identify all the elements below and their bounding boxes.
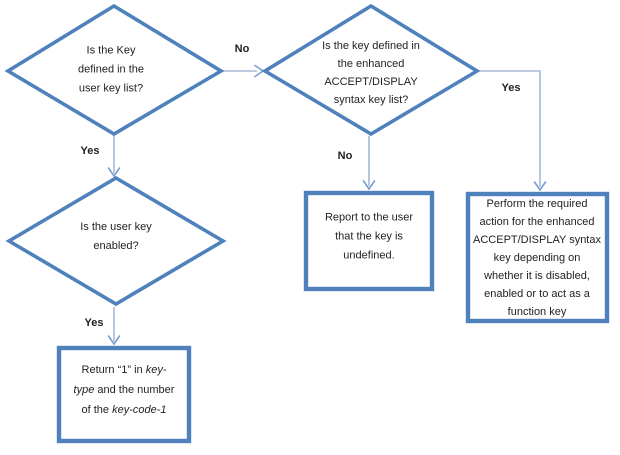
decision-user-key-defined: [4, 3, 225, 137]
italic-key-code-1: key-code-1: [112, 404, 167, 416]
arrowhead-down-mid: [362, 180, 376, 191]
decision-user-key-enabled: [5, 175, 227, 307]
decision-user-key-enabled-text: Is the user key enabled?: [80, 221, 152, 252]
return-key-type-box: [56, 345, 192, 444]
label-yes-bottom: Yes: [84, 317, 104, 329]
arrowhead-down-bottom: [107, 335, 121, 346]
arrowhead-down-left: [107, 167, 121, 178]
return-key-type-text: Return “1” in key- type and the number o…: [73, 364, 175, 416]
report-undefined-text: Report to the user that the key is undef…: [324, 211, 414, 262]
arrowhead-down-right: [533, 181, 547, 192]
decision-user-key-defined-text: Is the Key defined in the user key list?: [77, 44, 145, 95]
report-undefined-box: [303, 190, 435, 292]
label-no-top: No: [234, 43, 250, 55]
label-yes-left: Yes: [80, 145, 100, 157]
decision-enhanced-syntax-key-defined: [261, 3, 481, 137]
perform-enhanced-action-box: [465, 191, 610, 324]
decision-enhanced-syntax-text: Is the key defined in the enhanced ACCEP…: [322, 40, 420, 106]
label-no-mid: No: [337, 150, 353, 162]
perform-enhanced-action-text: Perform the required action for the enha…: [473, 198, 601, 318]
italic-key-type-part1: key-: [145, 364, 167, 376]
connector-yes-to-perform: [480, 70, 541, 187]
italic-key-type-part2: type: [73, 384, 95, 396]
label-yes-right: Yes: [501, 82, 521, 94]
